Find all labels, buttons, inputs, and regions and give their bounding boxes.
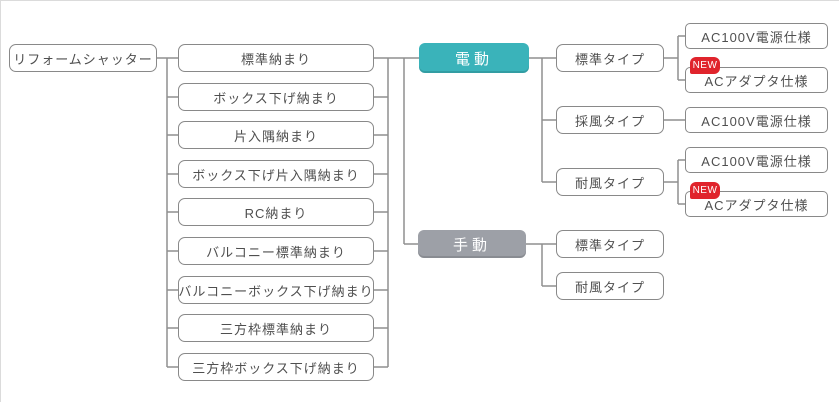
- electric-type-node: 標準タイプ: [556, 44, 664, 72]
- electric-drive-node: 電動: [419, 43, 529, 73]
- spec-node: AC100V電源仕様: [685, 23, 828, 49]
- installation-node: 三方枠標準納まり: [178, 314, 374, 342]
- manual-type-node: 耐風タイプ: [556, 272, 664, 300]
- new-badge: NEW: [690, 57, 720, 74]
- installation-node: バルコニーボックス下げ納まり: [178, 276, 374, 304]
- electric-type-node: 採風タイプ: [556, 106, 664, 134]
- manual-type-node: 標準タイプ: [556, 230, 664, 258]
- installation-node: 標準納まり: [178, 44, 374, 72]
- installation-node: 三方枠ボックス下げ納まり: [178, 353, 374, 381]
- new-badge: NEW: [690, 182, 720, 199]
- electric-type-node: 耐風タイプ: [556, 168, 664, 196]
- manual-drive-node: 手動: [418, 230, 526, 258]
- installation-node: ボックス下げ納まり: [178, 83, 374, 111]
- installation-node: 片入隅納まり: [178, 121, 374, 149]
- installation-node: ボックス下げ片入隅納まり: [178, 160, 374, 188]
- installation-node: バルコニー標準納まり: [178, 237, 374, 265]
- spec-node: AC100V電源仕様: [685, 147, 828, 173]
- spec-node: ACアダプタ仕様: [685, 191, 828, 217]
- spec-node: AC100V電源仕様: [685, 107, 828, 133]
- root-node: リフォームシャッター: [9, 44, 157, 72]
- installation-node: RC納まり: [178, 198, 374, 226]
